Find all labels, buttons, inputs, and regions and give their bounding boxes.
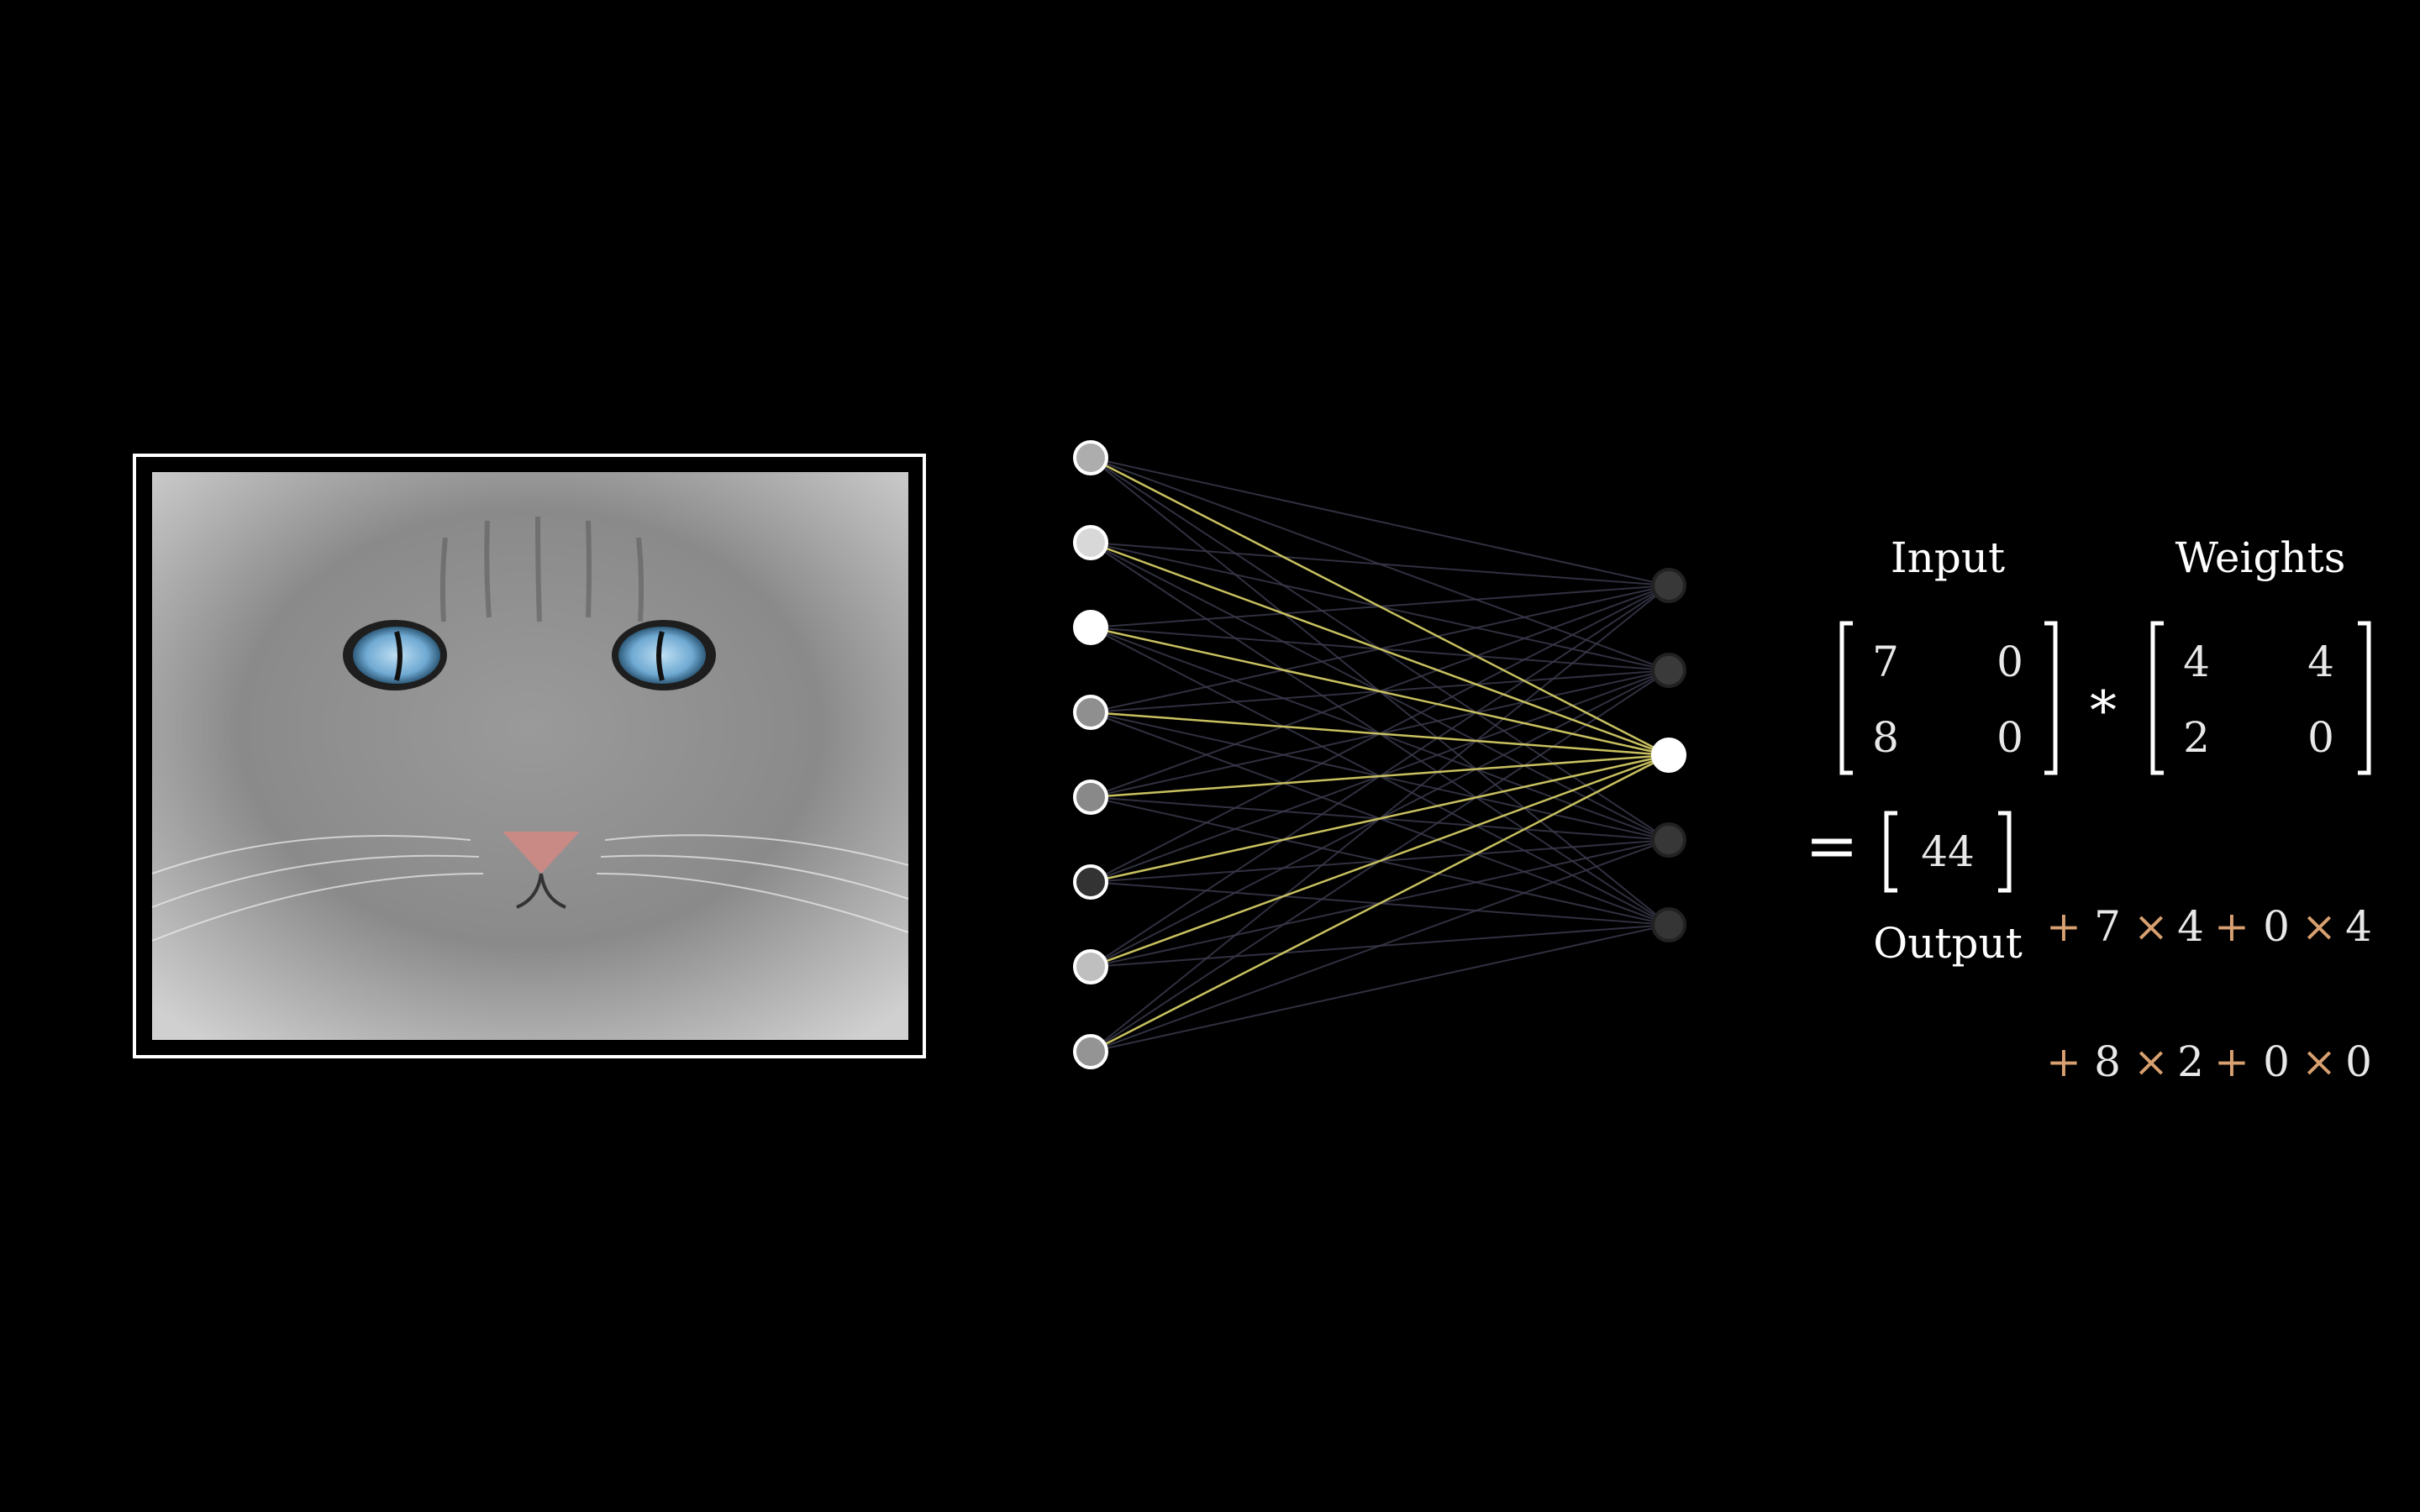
highlight-edge-4: [1090, 753, 1670, 799]
output-neuron-4: [1651, 907, 1686, 942]
input-neuron-5: [1073, 864, 1108, 900]
image-frame: [133, 454, 926, 1058]
expansion-row-1: + 7 × 4 + 0 × 4: [2046, 902, 2372, 951]
output-left-bracket: [1884, 811, 1897, 893]
output-value: 44: [1921, 827, 1975, 876]
output-label: Output: [1873, 919, 2023, 968]
highlight-edge-0: [1090, 456, 1670, 757]
term-4-a: 0: [2263, 1037, 2290, 1086]
highlight-edge-6: [1090, 753, 1670, 969]
input-neuron-1: [1073, 525, 1108, 560]
output-layer: [1651, 568, 1686, 942]
input-neuron-0: [1073, 440, 1108, 475]
highlight-edge-3: [1090, 711, 1670, 757]
output-neuron-0: [1651, 568, 1686, 603]
edge-1-0: [1090, 542, 1670, 586]
input-cell-1-1: 0: [1996, 713, 2023, 762]
input-cell-1-0: 8: [1872, 713, 1899, 762]
cat-image-panel: [133, 454, 926, 1058]
weight-cell-0-0: 4: [2183, 638, 2210, 686]
term-3-times: ×: [2133, 1037, 2169, 1086]
highlight-edge-7: [1090, 753, 1670, 1053]
term-2-a: 0: [2263, 902, 2290, 951]
input-layer: [1073, 440, 1108, 1069]
cat-eyes: [343, 620, 716, 690]
cat-image: [151, 472, 909, 1040]
output-neuron-3: [1651, 822, 1686, 858]
equals-sign: =: [1805, 808, 1859, 883]
weights-label: Weights: [2175, 533, 2346, 582]
input-matrix-left-bracket: [1839, 621, 1853, 775]
weight-cell-1-1: 0: [2307, 713, 2334, 762]
term-1-times: ×: [2133, 902, 2169, 951]
highlight-edge-1: [1090, 541, 1670, 757]
input-neuron-2: [1073, 610, 1108, 645]
output-neuron-1: [1651, 653, 1686, 688]
term-1-b: 4: [2177, 902, 2204, 951]
term-3-b: 2: [2177, 1037, 2204, 1086]
input-label: Input: [1891, 533, 2005, 582]
weight-cell-1-0: 2: [2183, 713, 2210, 762]
output-right-bracket: [1998, 811, 2012, 893]
term-2-times: ×: [2302, 902, 2337, 951]
term-4-plus: +: [2214, 1037, 2249, 1086]
term-4-b: 0: [2345, 1037, 2372, 1086]
term-1-a: 7: [2094, 902, 2121, 951]
expansion-row-2: + 8 × 2 + 0 × 0: [2046, 1037, 2372, 1086]
input-matrix: 7 0 8 0: [1839, 621, 2058, 775]
input-neuron-4: [1073, 780, 1108, 815]
term-3-plus: +: [2046, 1037, 2081, 1086]
input-neuron-3: [1073, 695, 1108, 730]
convolution-operator: *: [2090, 680, 2117, 743]
weight-cell-0-1: 4: [2307, 638, 2334, 686]
network-edges: [1090, 456, 1670, 1053]
input-matrix-right-bracket: [2044, 621, 2058, 775]
term-2-b: 4: [2345, 902, 2372, 951]
input-neuron-7: [1073, 1034, 1108, 1069]
weight-matrix-right-bracket: [2358, 621, 2371, 775]
term-4-times: ×: [2302, 1037, 2337, 1086]
weight-matrix-left-bracket: [2150, 621, 2164, 775]
edge-0-0: [1090, 457, 1670, 586]
highlight-edge-2: [1090, 626, 1670, 757]
term-1-plus: +: [2046, 902, 2081, 951]
edge-7-4: [1090, 924, 1670, 1053]
output-matrix: 44: [1884, 811, 2012, 893]
output-neuron-2: [1651, 738, 1686, 773]
cat-nose: [502, 832, 580, 874]
weight-matrix: 4 4 2 0: [2150, 621, 2371, 775]
input-cell-0-1: 0: [1996, 638, 2023, 686]
input-neuron-6: [1073, 949, 1108, 984]
edge-7-3: [1090, 839, 1670, 1053]
term-3-a: 8: [2094, 1037, 2121, 1086]
input-cell-0-0: 7: [1872, 638, 1899, 686]
term-2-plus: +: [2214, 902, 2249, 951]
highlight-edge-5: [1090, 753, 1670, 884]
